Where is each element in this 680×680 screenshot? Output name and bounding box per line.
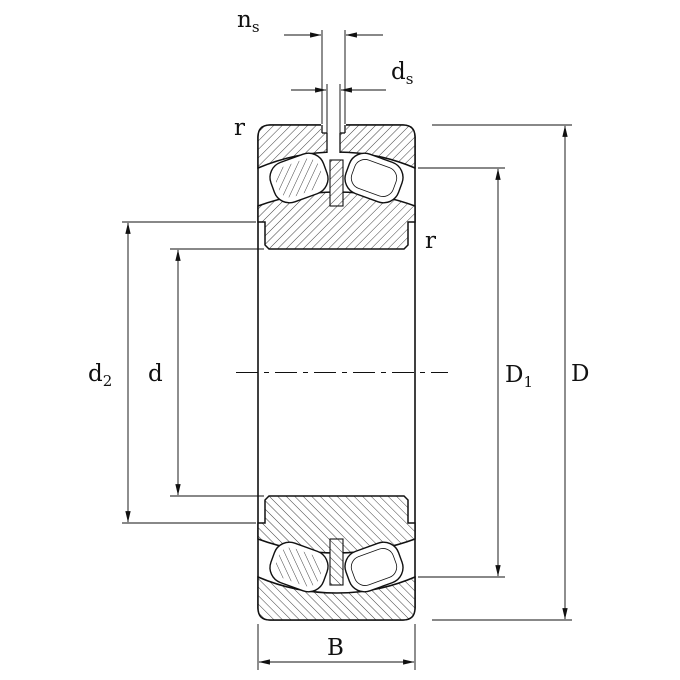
extension-lines [122,30,572,670]
dimension-ns: ns [237,7,383,38]
dimension-d2: d2 [88,222,131,523]
dimension-B: B [258,635,415,665]
label-D1: D1 [505,362,533,391]
bearing-section-bottom [257,495,416,621]
label-ds: ds [391,59,413,88]
hole-opening [326,133,341,154]
label-d2: d2 [88,361,112,390]
label-D: D [571,361,589,387]
lubrication-hole [321,122,346,154]
label-d: d [148,361,163,387]
groove-opening [321,122,346,134]
dimension-D: D [562,125,589,620]
label-r-inner-right: r [425,228,436,254]
label-ns: ns [237,7,260,36]
label-B: B [327,635,344,661]
dimension-D1: D1 [495,168,533,577]
dimension-ds: ds [291,59,413,93]
label-r-top-left: r [234,115,245,141]
dimension-d: d [148,249,181,496]
